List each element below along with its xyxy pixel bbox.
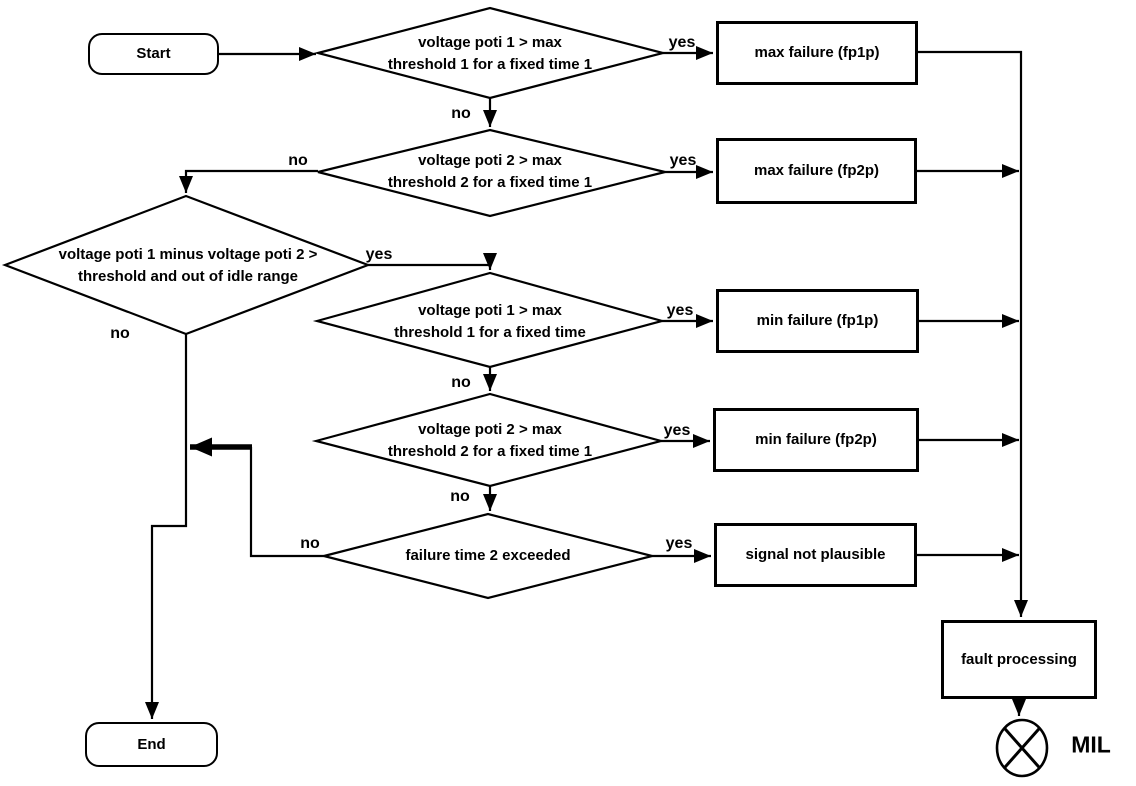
decision-text-line: voltage poti 2 > max (418, 152, 562, 169)
decision-poti1-max-time-text: voltage poti 1 > max threshold 1 for a f… (394, 300, 586, 344)
process-label: min failure (fp1p) (756, 312, 879, 329)
process-label: max failure (fp1p) (754, 44, 880, 61)
decision-text-line: voltage poti 1 > max (418, 302, 562, 319)
end-terminal: End (85, 722, 218, 767)
decision-text-line: voltage poti 1 > max (418, 34, 562, 51)
mil-label: MIL (1071, 731, 1111, 758)
process-max-failure-fp2p: max failure (fp2p) (716, 138, 917, 204)
edge-label-no: no (450, 488, 470, 505)
decision-poti1-max-time-shape (312, 271, 667, 369)
decision-text-line: threshold 2 for a fixed time 1 (387, 174, 593, 191)
process-label: signal not plausible (745, 546, 886, 563)
edge-label-no: no (451, 105, 471, 122)
start-label: Start (136, 45, 171, 62)
process-signal-not-plausible: signal not plausible (714, 523, 917, 587)
edge-d2-no-to-plaus (179, 169, 318, 193)
edge-label-yes: yes (668, 34, 696, 51)
edge-label-no: no (288, 152, 308, 169)
decision-plausibility-shape (1, 194, 372, 336)
mil-lamp-icon (995, 718, 1049, 778)
decision-text-line: voltage poti 2 > max (418, 421, 562, 438)
decision-failure-time2-text: failure time 2 exceeded (405, 545, 570, 567)
process-fault-processing: fault processing (941, 620, 1097, 699)
edge-label-no: no (451, 374, 471, 391)
process-label: min failure (fp2p) (755, 431, 877, 448)
decision-plausibility-text: voltage poti 1 minus voltage poti 2 > th… (59, 244, 318, 288)
edge-plaus-yes-to-d3 (368, 253, 497, 270)
start-terminal: Start (88, 33, 219, 75)
decision-poti2-max-time1-text: voltage poti 2 > max threshold 2 for a f… (388, 150, 592, 194)
edge-d5-no-up (249, 447, 324, 558)
end-label: End (137, 735, 166, 753)
decision-poti2-max-time1b-text: voltage poti 2 > max threshold 2 for a f… (388, 419, 592, 463)
edge-label-yes: yes (665, 535, 693, 552)
process-min-failure-fp1p: min failure (fp1p) (716, 289, 919, 353)
edge-plaus-no-to-end (145, 334, 188, 719)
process-label: fault processing (961, 650, 1077, 668)
edge-label-yes: yes (365, 246, 393, 263)
edge-label-no: no (300, 535, 320, 552)
process-label: max failure (fp2p) (753, 162, 880, 179)
edge-max-fp1p-to-collector (917, 50, 1028, 617)
decision-text-line: threshold and out of idle range (77, 268, 299, 285)
process-max-failure-fp1p: max failure (fp1p) (716, 21, 918, 85)
decision-text-line: failure time 2 exceeded (405, 547, 571, 564)
edge-label-yes: yes (663, 422, 691, 439)
decision-text-line: threshold 1 for a fixed time (394, 324, 586, 341)
edge-label-yes: yes (666, 302, 694, 319)
edge-label-no: no (110, 325, 130, 342)
decision-text-line: threshold 1 for a fixed time 1 (387, 56, 593, 73)
decision-text-line: threshold 2 for a fixed time 1 (387, 443, 593, 460)
process-min-failure-fp2p: min failure (fp2p) (713, 408, 919, 472)
edge-label-yes: yes (669, 152, 697, 169)
decision-poti1-max-time1-shape (313, 6, 668, 100)
decision-failure-time2-shape (323, 512, 653, 600)
decision-text-line: voltage poti 1 minus voltage poti 2 > (58, 246, 318, 263)
decision-poti1-max-time1-text: voltage poti 1 > max threshold 1 for a f… (388, 32, 592, 76)
decision-poti2-max-time1b-shape (311, 392, 666, 488)
decision-poti2-max-time1-shape (317, 128, 666, 218)
